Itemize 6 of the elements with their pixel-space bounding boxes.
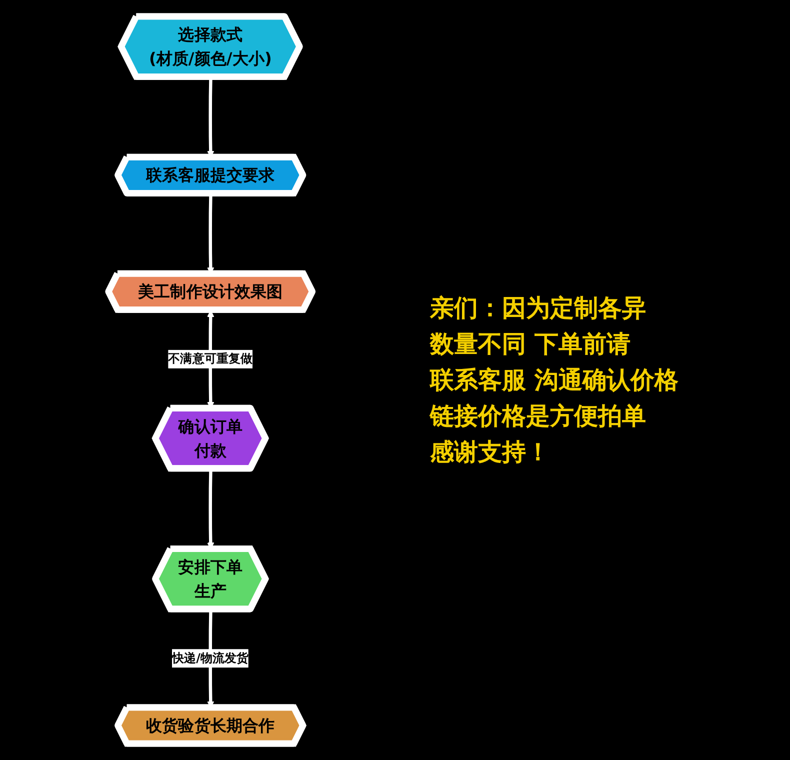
note-text: 联系客服 沟通确认价格 bbox=[430, 365, 680, 396]
note-text: 数量不同 下单前请 bbox=[430, 329, 632, 360]
note-text: 亲们：因为定制各异 bbox=[430, 293, 647, 324]
note-text: 链接价格是方便拍单 bbox=[430, 401, 647, 432]
edge-label: 不满意可重复做 bbox=[168, 351, 252, 366]
note-text: 感谢支持！ bbox=[430, 437, 551, 468]
